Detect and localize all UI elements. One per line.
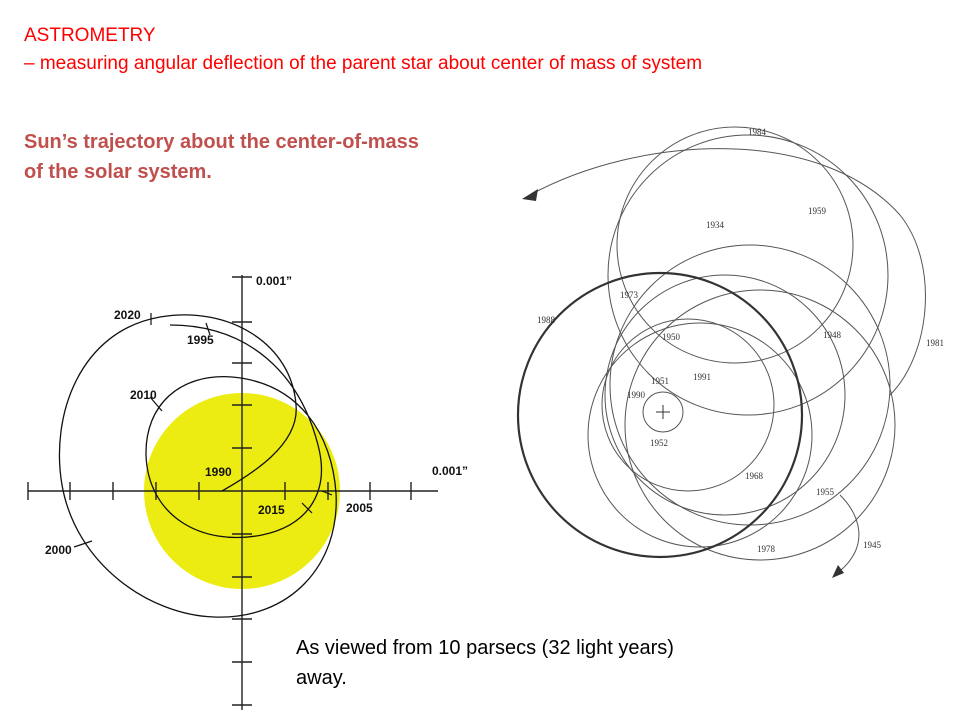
orbit-year-1959: 1959 [808, 206, 827, 216]
year-label-1995: 1995 [187, 333, 214, 347]
year-label-2010: 2010 [130, 388, 157, 402]
left-diagram: 0.001” 0.001” 2020 1995 2010 1990 2015 2… [27, 274, 468, 710]
orbit-year-1978: 1978 [757, 544, 776, 554]
arrow-head-bottom [832, 565, 844, 578]
caption: As viewed from 10 parsecs (32 light year… [296, 637, 674, 689]
year-markers [73, 313, 333, 548]
orbit-year-1990: 1990 [627, 390, 646, 400]
orbit-year-1984: 1984 [748, 127, 767, 137]
orbit-year-1934: 1934 [706, 220, 725, 230]
solar-orbit-loops [529, 126, 926, 572]
orbit-year-1955: 1955 [816, 487, 835, 497]
heading-description: – measuring angular deflection of the pa… [24, 53, 703, 74]
orbit-year-1948: 1948 [823, 330, 842, 340]
y-axis-label: 0.001” [256, 274, 292, 288]
orbit-year-1991: 1991 [693, 372, 711, 382]
right-diagram: 1984 1959 1934 1981 1973 1988 1950 1948 … [490, 95, 960, 615]
orbit-year-1951: 1951 [651, 376, 669, 386]
solar-orbit-bold-loop [516, 271, 804, 559]
center-of-mass-cross [656, 405, 670, 419]
orbit-year-1973: 1973 [620, 290, 639, 300]
orbit-year-1968: 1968 [745, 471, 764, 481]
orbit-year-1981: 1981 [926, 338, 944, 348]
year-label-2005: 2005 [346, 501, 373, 515]
year-label-2000: 2000 [45, 543, 72, 557]
heading-title: ASTROMETRY [24, 25, 156, 46]
orbit-year-1952: 1952 [650, 438, 668, 448]
x-axis-label: 0.001” [432, 464, 468, 478]
sun-trajectory [58, 314, 337, 618]
axes [27, 275, 438, 710]
year-label-2015: 2015 [258, 503, 285, 517]
heading: ASTROMETRY – measuring angular deflectio… [24, 22, 702, 78]
year-label-1990: 1990 [205, 465, 232, 479]
orbit-year-1988: 1988 [537, 315, 556, 325]
orbit-year-1950: 1950 [662, 332, 681, 342]
left-diagram-title: Sun’s trajectory about the center-of-mas… [24, 131, 419, 183]
orbit-year-1945: 1945 [863, 540, 882, 550]
center-of-mass-circle [642, 391, 684, 433]
year-label-2020: 2020 [114, 308, 141, 322]
arrow-head-top [522, 189, 538, 201]
right-diagram-background [490, 95, 960, 615]
